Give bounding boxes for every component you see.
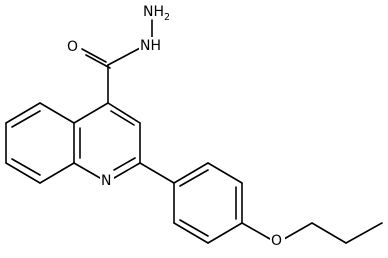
svg-text:NH2: NH2 [143, 4, 170, 23]
atom-label-ring-nitrogen: N [100, 172, 114, 189]
svg-text:NH: NH [140, 38, 161, 54]
atom-label-nh: NH [139, 37, 163, 54]
bond-ph1-ph2-inner [179, 169, 209, 187]
bond-c7-c8-inner [11, 158, 41, 176]
bond-oxygen-ch2 [283, 222, 313, 240]
svg-text:N: N [101, 173, 111, 189]
bond-carbonyl-double-a [81, 48, 107, 63]
svg-text:O: O [67, 39, 78, 55]
bond-c4-c4a [73, 102, 109, 124]
bond-c7-c8 [5, 162, 41, 184]
bond-c2-n1-inner [113, 157, 136, 171]
svg-text:O: O [271, 233, 282, 249]
bond-c4-c3 [107, 102, 141, 124]
atom-label-carbonyl-oxygen: O [66, 38, 81, 55]
atom-label-nh2: NH2 [140, 3, 174, 23]
bond-n1-c8a [73, 162, 101, 179]
bond-ph4-ph5 [207, 222, 243, 244]
bond-ph5-ph6-inner [179, 219, 209, 237]
bond-ph2-ph3 [207, 162, 243, 184]
bond-carbonyl-double-b [85, 54, 111, 69]
bond-ph5-ph6 [173, 222, 209, 244]
bond-ch2-ch3 [345, 222, 383, 244]
atom-label-ether-oxygen: O [270, 232, 285, 249]
bond-c5-c6-inner [11, 110, 41, 128]
bond-ph1-ph2 [173, 162, 209, 184]
bond-c8-c8a [39, 162, 75, 184]
bond-c2-phenyl [139, 162, 175, 184]
bond-c5-c6 [5, 102, 41, 124]
bond-nh-carbonyl-c [107, 46, 143, 66]
bond-c4-c3-inner [110, 110, 135, 126]
bond-ch2-ch2 [311, 222, 347, 244]
bond-c2-n1 [113, 162, 141, 179]
bond-c4a-c5 [39, 102, 75, 124]
bond-ph4-oxygen [241, 222, 271, 240]
